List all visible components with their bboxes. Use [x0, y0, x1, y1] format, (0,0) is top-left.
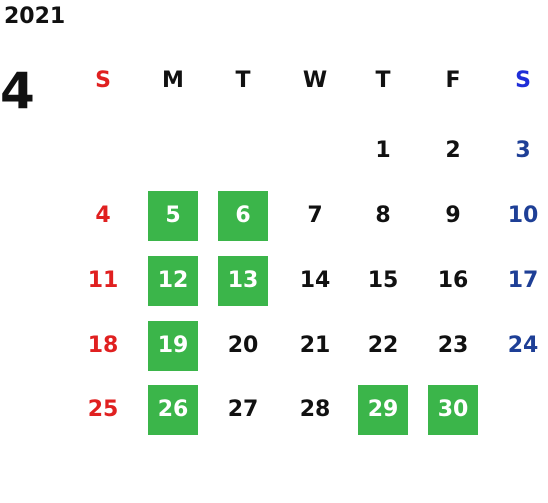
day-20[interactable]: 20 — [227, 333, 259, 358]
day-7[interactable]: 7 — [307, 203, 323, 228]
day-19[interactable]: 19 — [148, 321, 198, 371]
day-11[interactable]: 11 — [87, 268, 119, 293]
day-30[interactable]: 30 — [428, 385, 478, 435]
day-12[interactable]: 12 — [148, 256, 198, 306]
day-5[interactable]: 5 — [148, 191, 198, 241]
weekday-header-thu: T — [375, 68, 391, 93]
day-17[interactable]: 17 — [507, 268, 539, 293]
day-21[interactable]: 21 — [299, 333, 331, 358]
day-26[interactable]: 26 — [148, 385, 198, 435]
day-29[interactable]: 29 — [358, 385, 408, 435]
day-4[interactable]: 4 — [95, 203, 111, 228]
day-1[interactable]: 1 — [375, 138, 391, 163]
day-16[interactable]: 16 — [437, 268, 469, 293]
day-15[interactable]: 15 — [367, 268, 399, 293]
day-10[interactable]: 10 — [507, 203, 539, 228]
weekday-header-sun: S — [95, 68, 111, 93]
day-23[interactable]: 23 — [437, 333, 469, 358]
day-27[interactable]: 27 — [227, 397, 259, 422]
day-14[interactable]: 14 — [299, 268, 331, 293]
day-18[interactable]: 18 — [87, 333, 119, 358]
weekday-header-wed: W — [302, 68, 328, 93]
day-13[interactable]: 13 — [218, 256, 268, 306]
year-label: 2021 — [4, 4, 66, 29]
day-8[interactable]: 8 — [375, 203, 391, 228]
weekday-header-tue: T — [235, 68, 251, 93]
month-label: 4 — [0, 62, 35, 120]
day-6[interactable]: 6 — [218, 191, 268, 241]
weekday-header-mon: M — [162, 68, 184, 93]
day-2[interactable]: 2 — [445, 138, 461, 163]
day-25[interactable]: 25 — [87, 397, 119, 422]
weekday-header-sat: S — [515, 68, 531, 93]
day-24[interactable]: 24 — [507, 333, 539, 358]
day-28[interactable]: 28 — [299, 397, 331, 422]
day-9[interactable]: 9 — [445, 203, 461, 228]
day-3[interactable]: 3 — [515, 138, 531, 163]
weekday-header-fri: F — [445, 68, 461, 93]
day-22[interactable]: 22 — [367, 333, 399, 358]
